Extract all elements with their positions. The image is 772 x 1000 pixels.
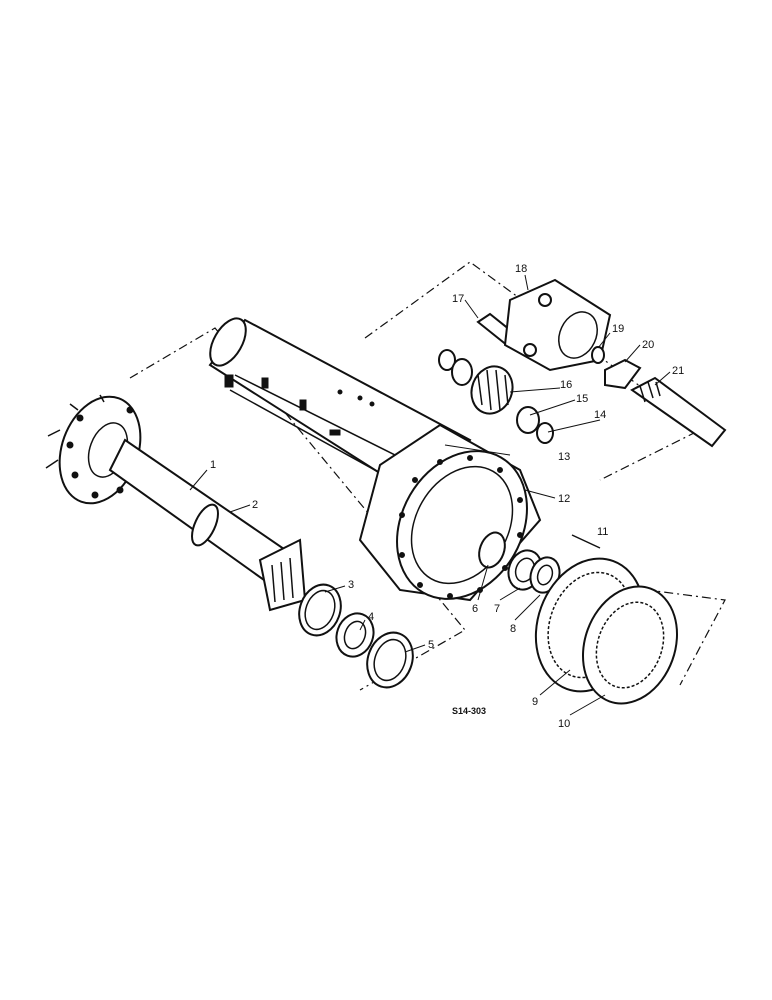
bearing-cup-inner [366,631,414,689]
callout-4: 4 [368,611,374,623]
callout-17: 17 [452,293,464,305]
tapered-roller-bearing [335,612,375,658]
thrust-washer-a [438,349,456,371]
callout-20: 20 [642,339,654,351]
planet-bearing [516,406,540,434]
callout-5: 5 [428,639,434,651]
callout-3: 3 [348,579,354,591]
callout-6: 6 [472,603,478,615]
callout-16: 16 [560,379,572,391]
callout-9: 9 [532,696,538,708]
sun-washer [591,346,605,364]
dowel-pin [571,534,601,549]
oil-seal [191,503,219,547]
callout-8: 8 [510,623,516,635]
callout-19: 19 [612,323,624,335]
leader-lines [189,274,671,716]
retainer-plate [604,358,642,390]
planet-carrier [503,278,612,372]
callout-11: 11 [597,526,608,538]
sun-gear-shaft [630,376,727,448]
planet-gear [470,365,514,415]
callout-15: 15 [576,393,588,405]
callout-7: 7 [494,603,500,615]
callout-13: 13 [558,451,570,463]
axle-shaft [45,394,307,612]
callouts: 1 2 3 4 5 6 7 8 9 10 11 12 13 14 15 16 1… [210,263,684,730]
callout-1: 1 [210,459,216,471]
planet-nut [451,358,473,386]
callout-2: 2 [252,499,258,511]
callout-12: 12 [558,493,570,505]
housing-seal [478,531,506,569]
ring-gear-hub [581,585,679,705]
thrust-washer-b [536,422,554,444]
callout-14: 14 [594,409,606,421]
drawing-code: S14-303 [452,706,486,716]
callout-18: 18 [515,263,527,275]
callout-10: 10 [558,718,570,730]
callout-21: 21 [672,365,684,377]
lock-nut [529,556,561,594]
